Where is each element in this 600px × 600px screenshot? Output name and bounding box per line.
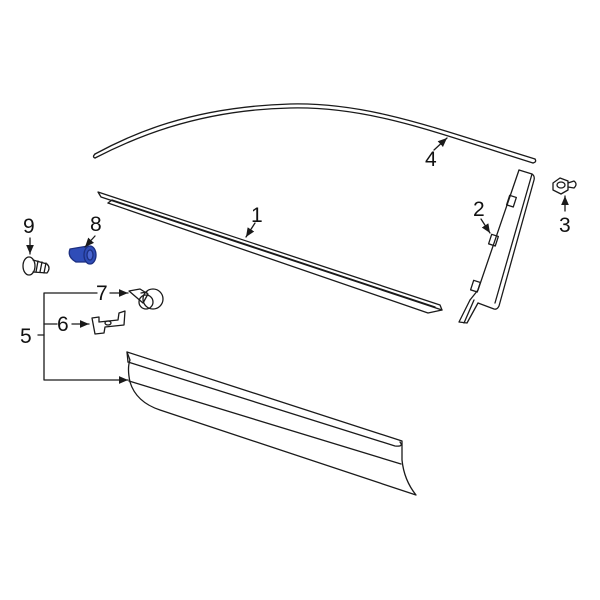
rocker-molding[interactable] bbox=[126, 351, 417, 496]
pillar-applique[interactable] bbox=[458, 169, 535, 324]
leader-4 bbox=[433, 137, 448, 151]
callout-4: 4 bbox=[425, 148, 437, 171]
callout-2: 2 bbox=[473, 198, 485, 221]
belt-molding[interactable] bbox=[97, 191, 443, 314]
roof-drip-molding[interactable] bbox=[92, 103, 537, 164]
leader-1 bbox=[245, 222, 256, 238]
callout-1: 1 bbox=[251, 204, 263, 227]
callout-6: 6 bbox=[57, 313, 69, 336]
callout-3: 3 bbox=[559, 214, 571, 237]
callout-8: 8 bbox=[90, 213, 102, 236]
applique-clip[interactable] bbox=[552, 177, 577, 195]
grommet-nut-highlighted[interactable] bbox=[68, 245, 97, 265]
screw[interactable] bbox=[22, 256, 50, 276]
retainer-bracket[interactable] bbox=[91, 310, 126, 335]
leader-8 bbox=[84, 235, 96, 248]
assembly-bracket-5 bbox=[37, 292, 129, 384]
leader-2 bbox=[480, 218, 491, 234]
push-clip[interactable] bbox=[128, 288, 164, 310]
callout-9: 9 bbox=[23, 215, 35, 238]
callout-7: 7 bbox=[96, 282, 108, 305]
callout-5: 5 bbox=[20, 325, 32, 348]
